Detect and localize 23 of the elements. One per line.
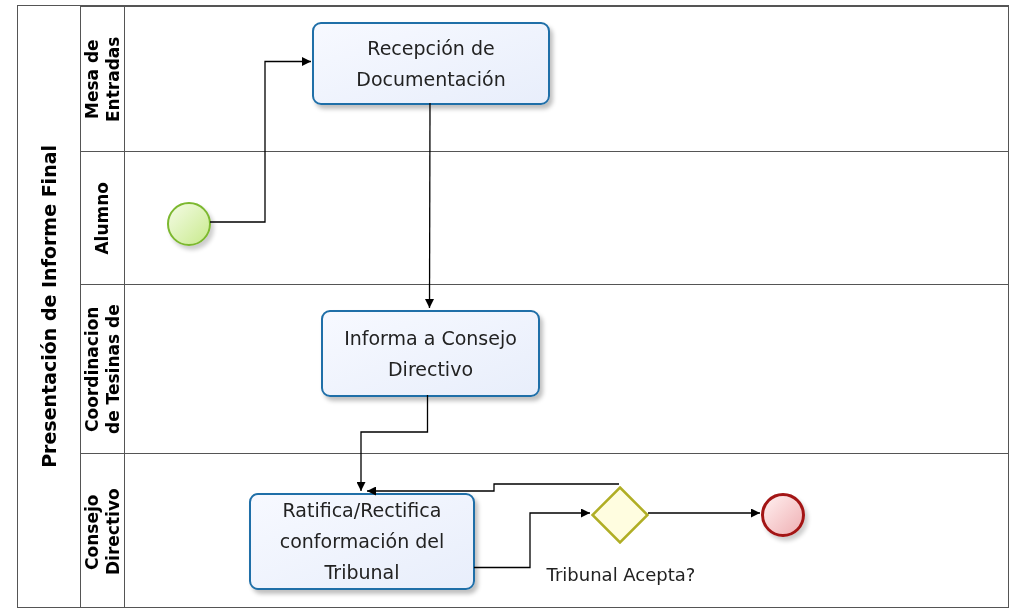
- sequence-flow-arrow: [356, 394, 429, 492]
- lane-title: Alumno: [92, 181, 113, 255]
- gateway-label: Tribunal Acepta?: [545, 564, 697, 587]
- swimlane: [81, 151, 1009, 284]
- lane-title: Mesa de Entradas: [81, 35, 124, 124]
- task-box: [312, 22, 550, 105]
- task-label: Recepción de Documentación: [355, 35, 507, 92]
- task-label: Informa a Consejo Directivo: [343, 325, 518, 382]
- sequence-flow-arrow: [647, 508, 761, 518]
- sequence-flow-arrow: [473, 508, 591, 569]
- sequence-flow-arrow: [366, 483, 620, 496]
- pool-title: Presentación de Informe Final: [36, 145, 61, 468]
- swimlane: [81, 284, 1009, 453]
- task-box: [249, 493, 475, 590]
- swimlane: [81, 6, 1009, 151]
- sequence-flow-arrow: [425, 102, 434, 309]
- task-box: [321, 310, 540, 397]
- lane-title: Coordinacion de Tesinas de: [81, 303, 124, 436]
- sequence-flow-arrow: [209, 57, 312, 223]
- pool: [17, 5, 1009, 608]
- lane-title: Consejo Directivo: [81, 487, 124, 577]
- task-label: Ratifica/Rectifica conformación del Tribunal: [278, 498, 446, 585]
- swimlane: [81, 453, 1009, 608]
